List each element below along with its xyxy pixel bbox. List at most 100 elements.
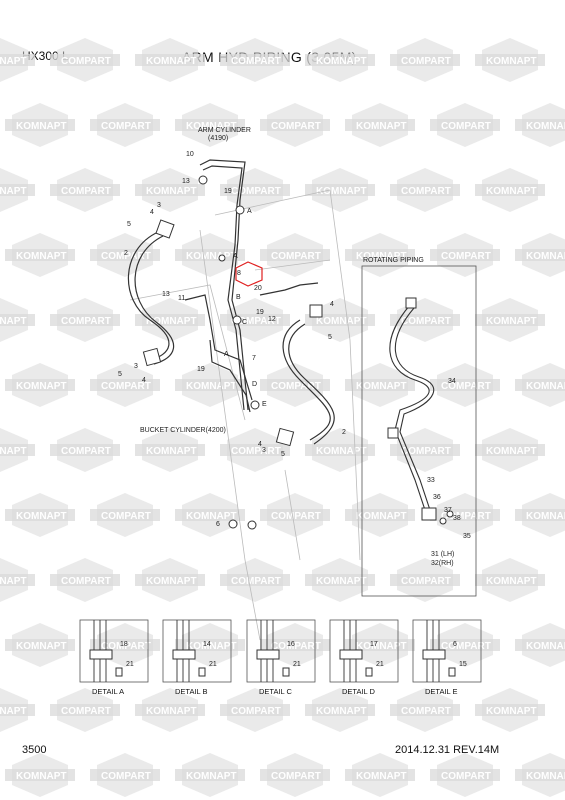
watermark-layer: KOMNAPT COMPART KOMNAPT COMPART KOMNAPT COMPA… (0, 38, 565, 797)
watermark-text: COMPART (101, 511, 151, 522)
watermark-text: KOMNAPT (186, 381, 237, 392)
watermark-text: COMPART (401, 446, 451, 457)
watermark-text: KOMNAPT (146, 316, 197, 327)
watermark-text: KOMNAPT (526, 511, 565, 522)
watermark-band (90, 379, 160, 391)
watermark-text: KOMNAPT (0, 316, 27, 327)
callout-5: 5 (127, 221, 131, 228)
watermark-band (50, 184, 120, 196)
fittings (142, 175, 323, 530)
callout-A: A (247, 208, 252, 215)
detail-callout: 15 (459, 661, 467, 668)
watermark-text: COMPART (101, 381, 151, 392)
watermark-text: COMPART (441, 771, 491, 782)
callout-13b: 13 (162, 291, 170, 298)
watermark-band (90, 119, 160, 131)
watermark-text: KOMNAPT (186, 771, 237, 782)
callout-36: 36 (433, 494, 441, 501)
callout-3b: 3 (134, 363, 138, 370)
watermark-band (175, 249, 245, 261)
callout-38: 38 (453, 515, 461, 522)
watermark-text: COMPART (271, 121, 321, 132)
detail-label: DETAIL E (425, 687, 458, 696)
watermark-band (0, 54, 35, 66)
watermark-text: KOMNAPT (146, 446, 197, 457)
watermark-band (305, 574, 375, 586)
callout-2b: 2 (342, 429, 346, 436)
watermark-text: KOMNAPT (486, 576, 537, 587)
watermark-text: COMPART (61, 446, 111, 457)
watermark-text: COMPART (441, 381, 491, 392)
watermark-band (305, 184, 375, 196)
callout-A2: A (224, 351, 229, 358)
watermark-text: KOMNAPT (316, 186, 367, 197)
watermark-text: KOMNAPT (146, 706, 197, 717)
watermark-band (175, 639, 245, 651)
watermark-text: COMPART (441, 121, 491, 132)
watermark-text: COMPART (401, 706, 451, 717)
watermark-band (345, 119, 415, 131)
callout-10: 10 (186, 151, 194, 158)
watermark-text: COMPART (61, 186, 111, 197)
hydraulic-lines (127, 159, 335, 445)
watermark-band (50, 54, 120, 66)
watermark-text: COMPART (231, 316, 281, 327)
callout-11: 11 (178, 295, 185, 302)
callout-6: 6 (216, 521, 220, 528)
watermark-text: KOMNAPT (356, 771, 407, 782)
watermark-band (345, 379, 415, 391)
watermark-band (175, 119, 245, 131)
watermark-text: KOMNAPT (0, 576, 27, 587)
watermark-text: KOMNAPT (186, 121, 237, 132)
callout-D: D (252, 381, 257, 388)
watermark-band (90, 639, 160, 651)
watermark-text: COMPART (271, 641, 321, 652)
callout-34: 34 (448, 378, 456, 385)
watermark-band (220, 184, 290, 196)
watermark-text: COMPART (271, 511, 321, 522)
watermark-text: COMPART (401, 56, 451, 67)
watermark-band (515, 769, 565, 781)
callout-5b: 5 (328, 334, 332, 341)
watermark-band (475, 444, 545, 456)
watermark-text: KOMNAPT (526, 121, 565, 132)
callout-4b: 4 (330, 301, 334, 308)
watermark-text: COMPART (271, 251, 321, 262)
revision-date: 2014.12.31 REV.14M (395, 744, 500, 756)
callout-5c: 5 (118, 371, 122, 378)
detail-label: DETAIL A (92, 687, 124, 696)
watermark-text: COMPART (271, 771, 321, 782)
detail-callout: 21 (126, 661, 134, 668)
watermark-band (345, 769, 415, 781)
watermark-text: KOMNAPT (146, 186, 197, 197)
watermark-band (430, 769, 500, 781)
watermark-text: KOMNAPT (356, 641, 407, 652)
callout-8: 8 (237, 270, 241, 277)
watermark-band (260, 769, 330, 781)
watermark-text: KOMNAPT (16, 771, 67, 782)
watermark-band (135, 314, 205, 326)
watermark-text: KOMNAPT (526, 251, 565, 262)
watermark-text: KOMNAPT (186, 251, 237, 262)
arm-cylinder-label: ARM CYLINDER (198, 127, 251, 134)
detail-callout: 21 (209, 661, 217, 668)
watermark-band (0, 704, 35, 716)
callout-37: 37 (444, 507, 452, 514)
callout-4: 4 (150, 209, 154, 216)
watermark-band (390, 704, 460, 716)
watermark-text: KOMNAPT (16, 511, 67, 522)
watermark-text: KOMNAPT (526, 381, 565, 392)
detail-callout: 17 (370, 641, 378, 648)
watermark-text: KOMNAPT (526, 771, 565, 782)
watermark-band (50, 574, 120, 586)
callout-3c: 3 (262, 447, 266, 454)
watermark-band (0, 314, 35, 326)
detail-label: DETAIL B (175, 687, 208, 696)
callout-5d: 5 (281, 451, 285, 458)
watermark-text: KOMNAPT (316, 706, 367, 717)
watermark-text: KOMNAPT (356, 251, 407, 262)
watermark-band (515, 249, 565, 261)
